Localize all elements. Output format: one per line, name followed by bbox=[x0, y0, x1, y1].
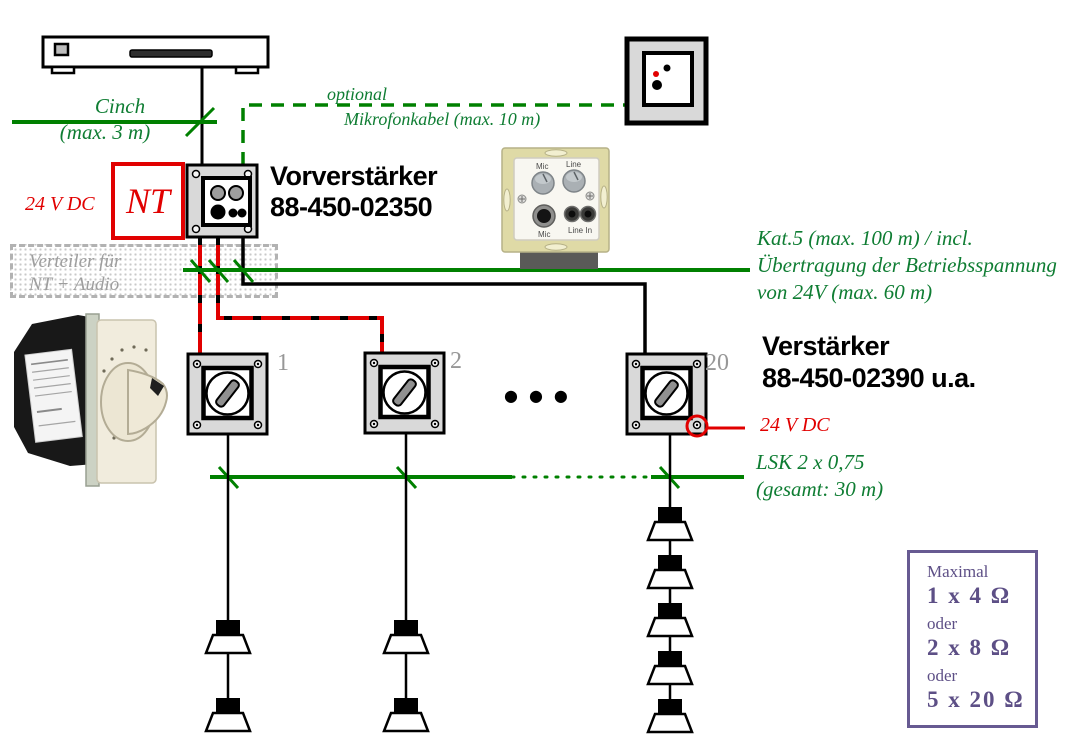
preamp-part-number: 88-450-02350 bbox=[270, 192, 433, 222]
preamp-box-icon bbox=[185, 163, 259, 239]
power-voltage-right-label: 24 V DC bbox=[760, 414, 830, 436]
cinch-cable-length: (max. 3 m) bbox=[59, 120, 151, 144]
speaker-cable-length: (gesamt: 30 m) bbox=[756, 477, 884, 501]
wall-plate-line-knob-label: Line bbox=[566, 160, 582, 169]
volume-control-1-number: 1 bbox=[277, 350, 289, 376]
power-voltage-left-label: 24 V DC bbox=[25, 193, 95, 215]
power-supply-label: NT bbox=[125, 181, 171, 221]
speaker-icons-column-1 bbox=[204, 620, 252, 733]
audio-source-device-icon bbox=[41, 35, 270, 75]
volume-control-20-number: 20 bbox=[705, 350, 729, 376]
kat5-label-line1: Kat.5 (max. 100 m) / incl. bbox=[757, 226, 973, 250]
speaker-wires bbox=[226, 433, 672, 699]
volume-control-2-number: 2 bbox=[450, 348, 462, 374]
volume-control-20-icon bbox=[625, 352, 708, 436]
wall-plate-mic-knob-label: Mic bbox=[536, 162, 549, 171]
distributor-box: Verteiler für NT + Audio bbox=[10, 244, 278, 298]
mic-line-wall-plate-photo bbox=[501, 147, 610, 269]
volume-control-1-icon bbox=[186, 352, 269, 436]
impedance-option-2: 2 x 8 Ω bbox=[927, 635, 1012, 660]
impedance-limits-box: Maximal 1 x 4 Ω oder 2 x 8 Ω oder 5 x 20… bbox=[907, 550, 1038, 728]
wall-plate-mic-jack-label: Mic bbox=[538, 230, 551, 239]
speaker-cable-line bbox=[210, 465, 744, 490]
kat5-label-line3: von 24V (max. 60 m) bbox=[757, 280, 933, 304]
preamp-title: Vorverstärker bbox=[270, 161, 438, 191]
speaker-cable-label: LSK 2 x 0,75 bbox=[756, 450, 865, 474]
kat5-label-line2: Übertragung der Betriebsspannung bbox=[757, 253, 1057, 277]
distributor-label-line2: NT + Audio bbox=[29, 274, 120, 295]
kat5-audio-wire bbox=[241, 237, 647, 354]
microphone-outlet-icon bbox=[624, 36, 709, 126]
cinch-cable-label: Cinch bbox=[94, 94, 146, 118]
impedance-option-1: 1 x 4 Ω bbox=[927, 583, 1012, 608]
amplifier-title: Verstärker bbox=[762, 331, 890, 361]
distributor-label-line1: Verteiler für bbox=[29, 251, 122, 272]
impedance-option-3: 5 x 20 Ω bbox=[927, 687, 1025, 712]
speaker-icons-column-20 bbox=[646, 507, 694, 734]
mic-cable-label: Mikrofonkabel (max. 10 m) bbox=[344, 109, 541, 129]
continuation-dots: ●●● bbox=[504, 386, 579, 405]
speaker-icons-column-2 bbox=[382, 620, 430, 733]
impedance-title: Maximal bbox=[927, 562, 989, 581]
rotary-switch-photo bbox=[14, 313, 168, 487]
amplifier-part-number: 88-450-02390 u.a. bbox=[762, 363, 976, 393]
impedance-or-1: oder bbox=[927, 614, 958, 633]
impedance-or-2: oder bbox=[927, 666, 958, 685]
mic-cable-optional-label: optional bbox=[327, 84, 388, 104]
wall-plate-linein-jack-label: Line In bbox=[568, 226, 593, 235]
power-terminal-marker bbox=[685, 414, 745, 438]
volume-control-2-icon bbox=[363, 351, 446, 435]
